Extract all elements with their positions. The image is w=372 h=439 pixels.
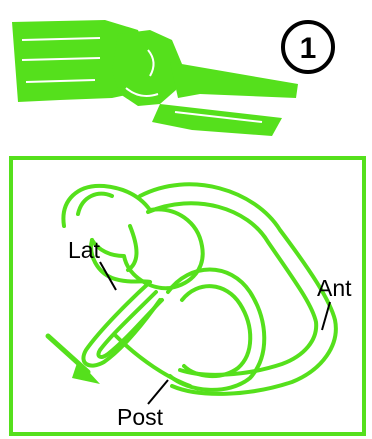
label-anterior: Ant	[317, 275, 352, 301]
label-lateral: Lat	[68, 237, 101, 263]
thumb	[152, 104, 282, 136]
step-number: 1	[300, 32, 317, 65]
label-posterior: Post	[117, 404, 164, 430]
finger	[170, 62, 298, 98]
step-badge: 1	[283, 22, 333, 72]
hand-illustration	[12, 20, 298, 136]
